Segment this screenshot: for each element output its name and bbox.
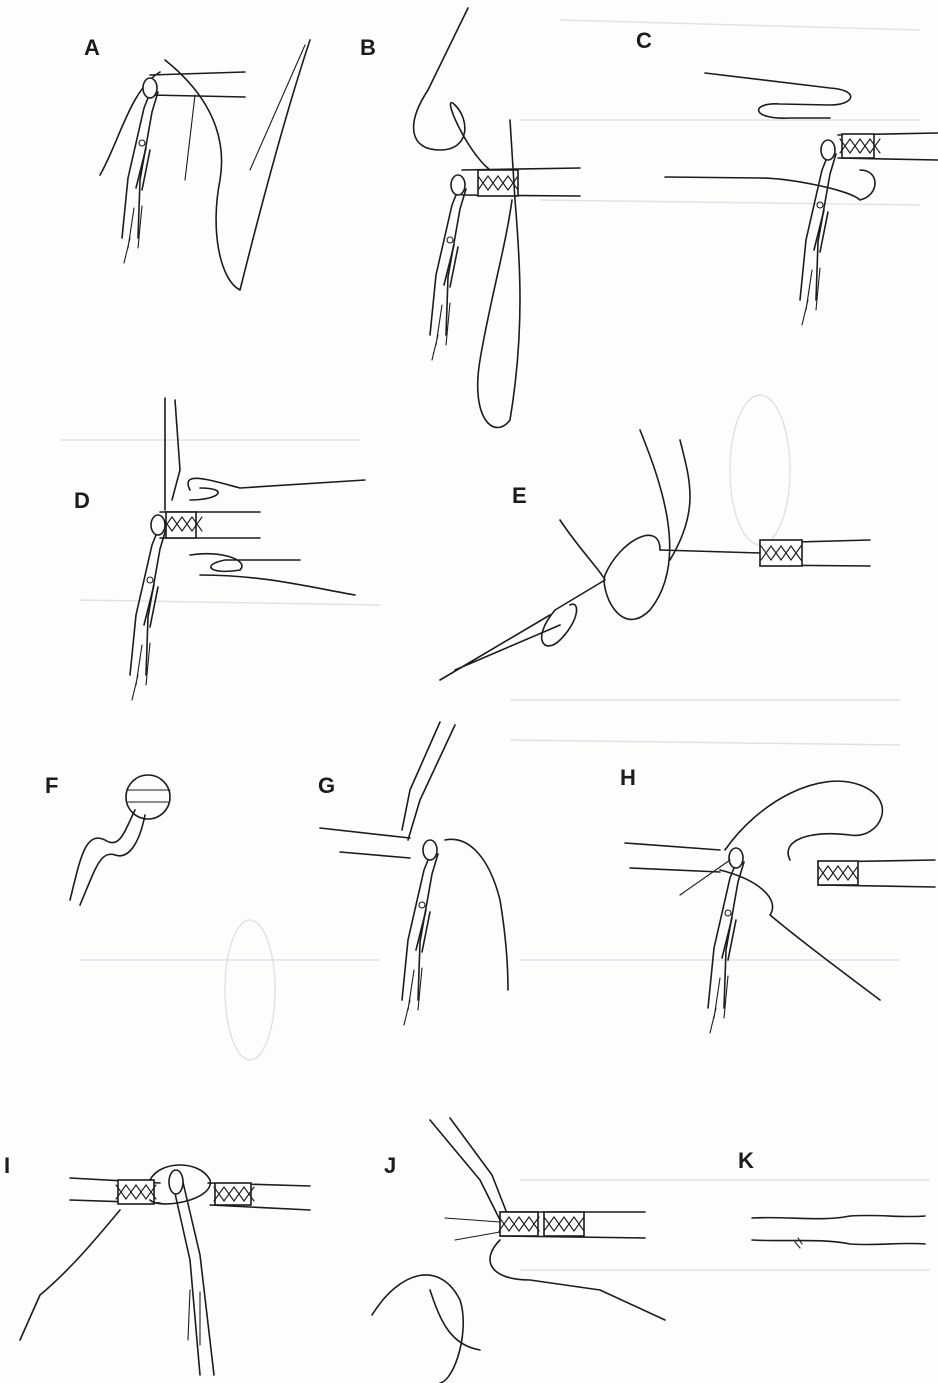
panel-j: J (372, 1118, 665, 1383)
panel-label-k: K (738, 1148, 754, 1173)
bleed-through (60, 20, 930, 1270)
panel-i: I (4, 1153, 310, 1375)
panel-e: E (440, 430, 870, 680)
panel-b: B (360, 8, 580, 428)
panel-label-e: E (512, 483, 527, 508)
panel-label-j: J (384, 1153, 396, 1178)
panel-d: D (74, 398, 365, 700)
panel-k: K (738, 1148, 925, 1248)
panel-label-a: A (84, 35, 100, 60)
panel-label-c: C (636, 28, 652, 53)
panel-f: F (45, 773, 170, 905)
panel-c: C (636, 28, 938, 325)
panel-h: H (620, 765, 935, 1033)
panel-label-g: G (318, 773, 335, 798)
panel-label-f: F (45, 773, 58, 798)
panel-label-b: B (360, 35, 376, 60)
panel-label-h: H (620, 765, 636, 790)
panel-g: G (318, 722, 508, 1025)
panel-label-i: I (4, 1153, 10, 1178)
panel-a: A (84, 35, 310, 290)
panel-label-d: D (74, 488, 90, 513)
